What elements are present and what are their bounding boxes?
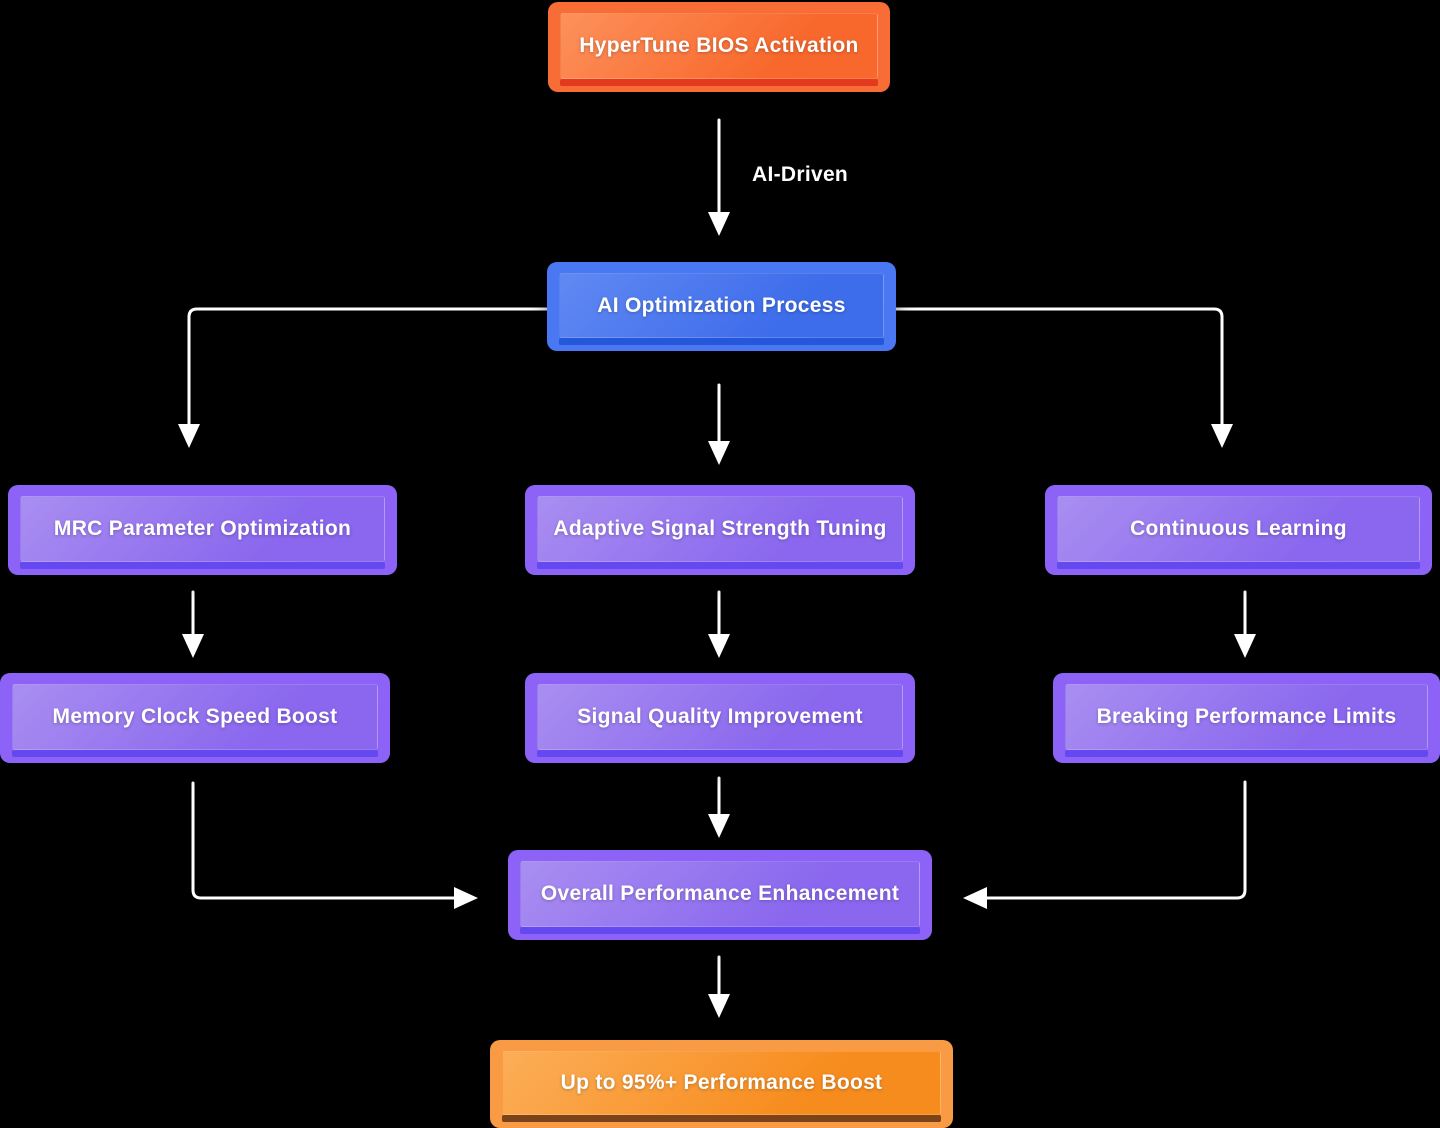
edge-label-ai-driven: AI-Driven <box>752 163 849 186</box>
arrowhead-down-icon <box>708 441 730 465</box>
arrowhead-down-icon <box>182 634 204 658</box>
node-label: Continuous Learning <box>1057 496 1420 562</box>
arrowhead-down-icon <box>708 994 730 1018</box>
node-accent-stripe <box>559 338 884 345</box>
node-accent-stripe <box>520 927 920 934</box>
arrowhead-left-icon <box>963 887 987 909</box>
node-label: MRC Parameter Optimization <box>20 496 385 562</box>
node-accent-stripe <box>12 750 378 757</box>
arrowhead-right-icon <box>454 887 478 909</box>
node-accent-stripe <box>537 562 903 569</box>
node-hypertune-bios-activation: HyperTune BIOS Activation <box>548 2 890 92</box>
node-label: HyperTune BIOS Activation <box>560 13 878 79</box>
node-label: Up to 95%+ Performance Boost <box>502 1051 941 1115</box>
node-ai-optimization-process: AI Optimization Process <box>547 262 896 351</box>
node-mrc-parameter-optimization: MRC Parameter Optimization <box>8 485 397 575</box>
node-label: AI Optimization Process <box>559 273 884 338</box>
node-label: Overall Performance Enhancement <box>520 861 920 927</box>
node-accent-stripe <box>502 1115 941 1122</box>
arrowhead-down-icon <box>708 212 730 236</box>
edge-activation-to-optimization <box>708 118 730 236</box>
edge-overall-to-boost <box>708 955 730 1018</box>
node-performance-boost-result: Up to 95%+ Performance Boost <box>490 1040 953 1128</box>
node-breaking-performance-limits: Breaking Performance Limits <box>1053 673 1440 763</box>
edge-optimization-to-continuous <box>894 307 1233 448</box>
node-accent-stripe <box>1057 562 1420 569</box>
node-accent-stripe <box>20 562 385 569</box>
node-accent-stripe <box>537 750 903 757</box>
arrowhead-down-icon <box>708 634 730 658</box>
edge-continuous-to-breaking <box>1234 590 1256 658</box>
node-label: Memory Clock Speed Boost <box>12 684 378 750</box>
node-overall-performance-enhancement: Overall Performance Enhancement <box>508 850 932 940</box>
node-label: Signal Quality Improvement <box>537 684 903 750</box>
edge-optimization-to-mrc <box>178 307 549 448</box>
arrowhead-down-icon <box>708 814 730 838</box>
node-accent-stripe <box>560 79 878 86</box>
edge-adaptive-to-signal <box>708 590 730 658</box>
edge-breaking-to-overall <box>963 780 1247 909</box>
edge-optimization-to-adaptive <box>708 383 730 465</box>
node-adaptive-signal-strength-tuning: Adaptive Signal Strength Tuning <box>525 485 915 575</box>
node-signal-quality-improvement: Signal Quality Improvement <box>525 673 915 763</box>
edge-mrc-to-memory <box>182 590 204 658</box>
arrowhead-down-icon <box>1211 424 1233 448</box>
node-accent-stripe <box>1065 750 1428 757</box>
node-label: Breaking Performance Limits <box>1065 684 1428 750</box>
arrowhead-down-icon <box>178 424 200 448</box>
node-memory-clock-speed-boost: Memory Clock Speed Boost <box>0 673 390 763</box>
edge-signal-to-overall <box>708 776 730 838</box>
node-continuous-learning: Continuous Learning <box>1045 485 1432 575</box>
edge-memory-to-overall <box>191 781 478 909</box>
node-label: Adaptive Signal Strength Tuning <box>537 496 903 562</box>
arrowhead-down-icon <box>1234 634 1256 658</box>
